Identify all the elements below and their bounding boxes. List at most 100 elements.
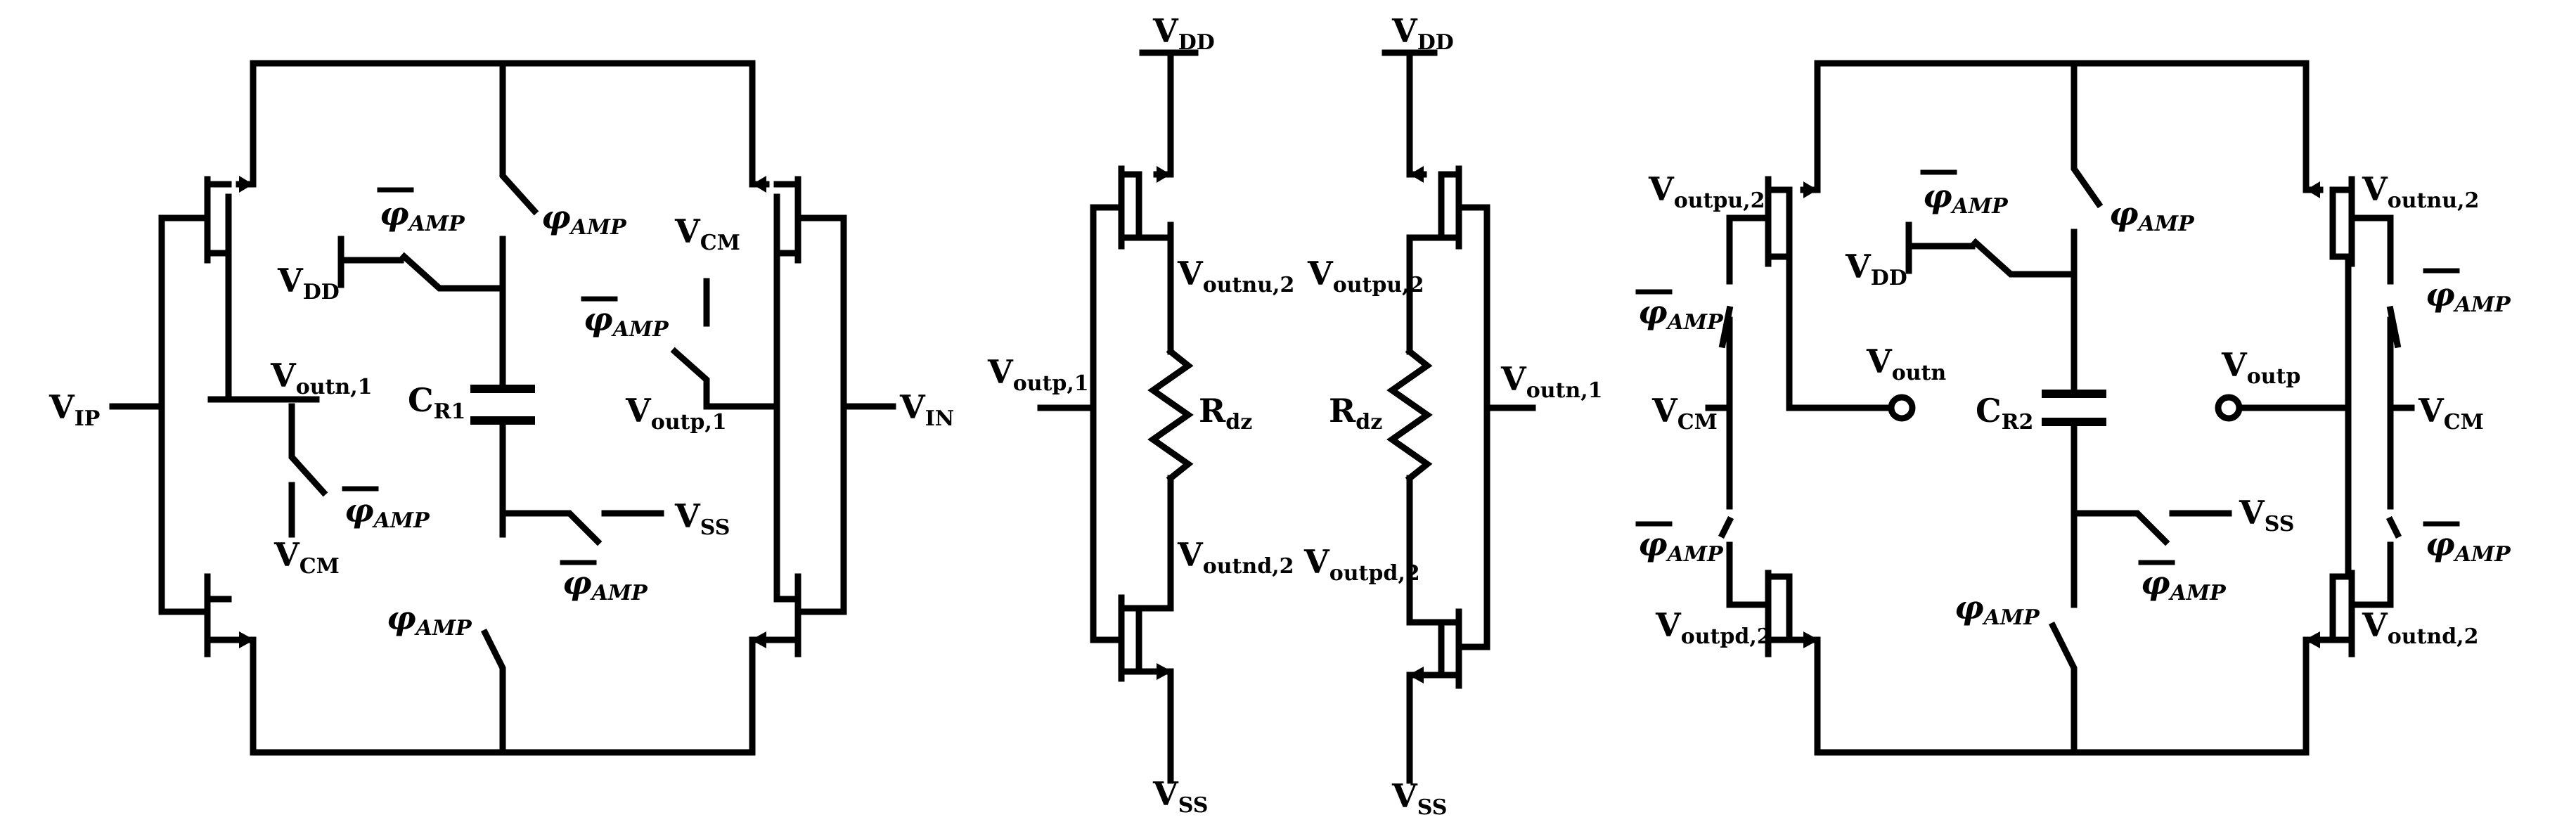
left-gate-bus (109, 214, 165, 615)
left-nmos-arrow (239, 631, 255, 648)
phi-bar-amp-right-vdd: φAMP (1920, 169, 2009, 219)
label-right-voutn: Voutn (1866, 342, 1946, 385)
phi-bar-amp-left-vcm: φAMP (581, 296, 669, 342)
mid1-gate-bus (1037, 204, 1097, 643)
svg-text:φAMP: φAMP (1954, 589, 2040, 630)
right-right-pmos (2303, 60, 2394, 267)
phi-bar-amp-right-right-upper: φAMP (2423, 268, 2511, 317)
left-vcm-switch (288, 403, 328, 538)
mid1-lower-drain (1135, 475, 1174, 612)
label-mid2-vdd: VDD (1391, 12, 1454, 55)
right-vdd-switch (1905, 221, 2078, 278)
label-vip: VIP (49, 388, 100, 431)
left-right-nmos (749, 396, 847, 756)
label-right-voutp: Voutp (2221, 346, 2300, 389)
mid1-vdd-rail (1139, 49, 1199, 178)
mid1-pmos-arrow (1157, 166, 1171, 183)
label-mid1-voutnu2: Voutnu,2 (1177, 255, 1294, 297)
svg-text:φAMP: φAMP (380, 195, 465, 236)
svg-text:φAMP: φAMP (1638, 525, 1724, 567)
left-vcm-switch-right (670, 278, 780, 410)
right-left-nmos (1726, 570, 1821, 756)
svg-text:φAMP: φAMP (2141, 564, 2227, 605)
right-circuit: Voutpu,2 VCM Voutpd,2 VDD Voutn CR2 Vout… (1635, 60, 2511, 756)
label-mid1-rdz: Rdz (1199, 392, 1252, 435)
label-left-vss: VSS (674, 497, 730, 540)
mid1-upper-drain (1135, 221, 1174, 355)
phi-bar-amp-right-left-upper: φAMP (1635, 289, 1724, 335)
mid2-gate-bus (1483, 204, 1536, 650)
label-mid2-vss: VSS (1391, 777, 1447, 820)
left-nmos (158, 573, 257, 756)
phi-bar-amp-left-vss: φAMP (560, 560, 648, 605)
label-cr2: CR2 (1976, 392, 2033, 435)
mid1-resistor (1147, 347, 1194, 483)
label-right-voutnd2: Voutnd,2 (2362, 606, 2479, 649)
voutn-terminal (1888, 394, 1916, 422)
left-pmos-upper (207, 60, 257, 403)
left-vdd-switch (337, 236, 506, 292)
svg-text:φAMP: φAMP (562, 564, 648, 605)
svg-text:φAMP: φAMP (584, 300, 669, 342)
phi-amp-right-bottom: φAMP (1954, 589, 2040, 630)
mid2-nmos (1406, 608, 1490, 784)
label-mid1-vdd: VDD (1152, 12, 1215, 55)
mid2-pmos-arrow (1410, 166, 1424, 183)
svg-text:φAMP: φAMP (2426, 525, 2511, 567)
label-mid2-voutpd2: Voutpd,2 (1303, 543, 1420, 586)
label-right-voutnu2: Voutnu,2 (2362, 170, 2479, 213)
right-voutn-node (1786, 253, 1895, 411)
right-right-nmos (2303, 570, 2394, 756)
left-right-pmos-arrow (752, 176, 766, 193)
phi-bar-amp-left-top: φAMP (377, 187, 465, 236)
mid2-upper-drain (1406, 234, 1445, 355)
middle-circuit-outp: VDD VSS Voutp,1 Voutnu,2 Rdz Voutnd,2 (987, 12, 1294, 818)
mid2-lower-drain (1406, 475, 1445, 626)
mid1-nmos (1090, 594, 1174, 784)
svg-text:φAMP: φAMP (344, 492, 430, 533)
label-mid1-voutp1: Voutp,1 (987, 353, 1089, 396)
right-bottom-amp-switch (2048, 621, 2078, 756)
label-left-voutn1: Voutn,1 (270, 357, 373, 399)
right-top-amp-switch (2071, 60, 2104, 394)
phi-bar-amp-left-outn: φAMP (342, 486, 430, 533)
right-right-switch-upper (2386, 214, 2415, 496)
mid2-resistor (1386, 347, 1433, 483)
label-left-vcm-lower: VCM (273, 536, 340, 579)
label-right-vcm-right: VCM (2418, 392, 2484, 435)
left-bottom-amp-switch (480, 628, 506, 756)
right-left-switch-lower (1718, 489, 1734, 608)
label-right-vcm-left: VCM (1651, 392, 1718, 435)
svg-text:φAMP: φAMP (1638, 293, 1724, 335)
phi-amp-right-top: φAMP (2109, 195, 2195, 236)
left-vss-switch (499, 510, 664, 546)
svg-text:φAMP: φAMP (1923, 177, 2009, 219)
label-left-vdd: VDD (277, 262, 340, 304)
right-right-nmos-arrow (2305, 631, 2320, 648)
label-right-vdd: VDD (1845, 248, 1907, 290)
left-top-amp-switch (499, 60, 539, 387)
svg-text:φAMP: φAMP (541, 198, 627, 240)
label-left-voutp1: Voutp,1 (625, 392, 727, 435)
middle-circuit-outn: VDD VSS Voutpu,2 Rdz Voutn,1 Voutpd,2 (1303, 12, 1603, 820)
mid2-nmos-arrow (1408, 667, 1424, 683)
left-vin-gate-bus (840, 214, 896, 615)
label-mid2-voutpu2: Voutpu,2 (1307, 255, 1424, 297)
label-cr1: CR1 (408, 381, 465, 424)
mid1-nmos-arrow (1157, 663, 1172, 680)
phi-bar-amp-right-vss: φAMP (2138, 560, 2227, 605)
right-left-switch-upper (1705, 214, 1734, 496)
phi-amp-left-top: φAMP (541, 198, 627, 240)
svg-text:φAMP: φAMP (2109, 195, 2195, 236)
phi-bar-amp-right-left-lower: φAMP (1635, 521, 1724, 567)
label-mid2-rdz: Rdz (1329, 392, 1382, 435)
svg-text:φAMP: φAMP (387, 599, 472, 641)
phi-bar-amp-right-right-lower: φAMP (2423, 521, 2511, 567)
right-left-pmos-arrow (1803, 181, 1817, 198)
label-mid1-vss: VSS (1152, 775, 1208, 818)
right-right-pmos-arrow (2306, 181, 2320, 198)
left-right-nmos-arrow (751, 631, 766, 648)
label-left-vcm-upper: VCM (674, 212, 740, 255)
label-vin: VIN (899, 388, 954, 431)
